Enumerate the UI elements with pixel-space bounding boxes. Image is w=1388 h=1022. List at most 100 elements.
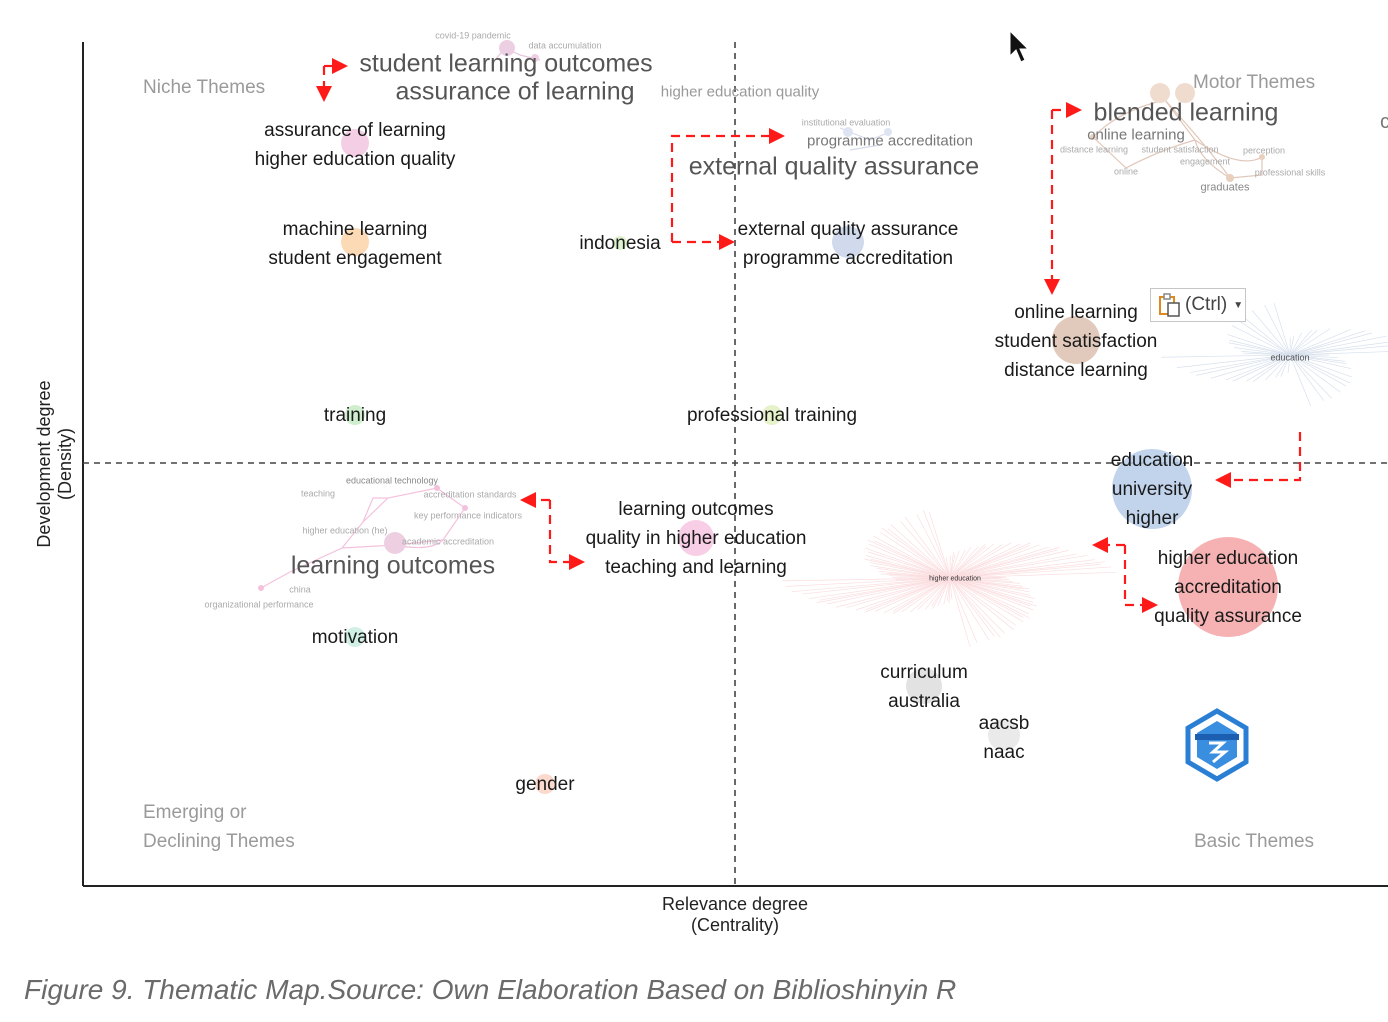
- network-edge: [1287, 354, 1291, 374]
- cluster-label-line: learning outcomes: [618, 499, 774, 520]
- cluster-label-line: quality assurance: [1154, 606, 1302, 627]
- network-edge: [1289, 354, 1338, 359]
- cluster-label-line: professional training: [686, 405, 858, 426]
- network-edge: [1289, 330, 1312, 356]
- network-edge: [949, 577, 1023, 587]
- network-edge: [1227, 334, 1291, 356]
- network-edge: [910, 577, 951, 613]
- network-edge: [949, 577, 990, 641]
- network-edge: [870, 558, 951, 579]
- cluster-label-line: naac: [983, 742, 1025, 763]
- cluster-label-line: higher education: [1157, 548, 1299, 569]
- cluster-label: indonesia: [579, 229, 660, 258]
- cluster-label-line: indonesia: [579, 233, 661, 254]
- network-edge: [870, 562, 951, 579]
- inset-title: online learning: [1087, 126, 1185, 144]
- cluster-bubble: [832, 226, 864, 258]
- network-top-left: [494, 40, 541, 62]
- network-edge: [1241, 351, 1291, 356]
- network-education: [1161, 303, 1388, 407]
- network-edge: [949, 543, 1021, 579]
- inset-label: higher education: [929, 575, 981, 583]
- network-edge: [949, 545, 1030, 579]
- cluster-label-line: aacsb: [978, 713, 1030, 734]
- inset-title: student learning outcomes: [359, 49, 653, 78]
- network-edge: [873, 540, 951, 579]
- network-edge: [1246, 354, 1291, 382]
- network-edge: [949, 577, 1034, 603]
- network-edge: [1289, 354, 1347, 365]
- inset-label: china: [289, 584, 311, 595]
- network-edge: [931, 577, 951, 607]
- network-edge: [880, 573, 951, 579]
- network-edge: [846, 577, 951, 608]
- network-edge: [948, 577, 951, 604]
- cluster-label-line: motivation: [311, 627, 399, 648]
- cluster-bubble: [341, 129, 369, 157]
- network-edge: [791, 577, 951, 593]
- network-edge: [949, 571, 1117, 579]
- inset-title: assurance of learning: [395, 77, 635, 106]
- cluster-label: gender: [515, 770, 574, 799]
- cluster-bubble: [535, 774, 555, 794]
- network-edge: [1236, 318, 1291, 356]
- inset-label: education: [1270, 352, 1310, 363]
- cluster-label-line: online learning: [1014, 302, 1138, 323]
- network-edge: [895, 577, 951, 580]
- quadrant-label-niche: Niche Themes: [143, 77, 266, 98]
- paste-options-button[interactable]: (Ctrl) ▼: [1150, 288, 1246, 322]
- network-edge: [928, 511, 951, 579]
- network-edge: [1289, 354, 1341, 393]
- mouse-cursor-icon: [1009, 29, 1030, 63]
- inset-title: external quality assurance: [688, 152, 980, 181]
- figure-caption: Figure 9. Thematic Map.Source: Own Elabo…: [24, 974, 957, 1005]
- cluster-label: professional training: [687, 401, 857, 430]
- network-edge: [1289, 341, 1388, 356]
- cluster-label-line: curriculum: [880, 662, 968, 683]
- network-edge: [949, 550, 1069, 579]
- cluster-bubble: [762, 405, 782, 425]
- network-edge: [923, 510, 951, 579]
- network-edge: [949, 542, 1031, 579]
- cluster-bubble: [341, 228, 369, 256]
- network-edge: [945, 556, 951, 579]
- cluster-bubble: [1112, 449, 1192, 529]
- network-edge: [868, 543, 951, 579]
- network-edge: [949, 577, 978, 643]
- network-edge: [864, 547, 951, 579]
- network-edge: [949, 543, 986, 579]
- cluster-label-line: higher education quality: [254, 149, 456, 170]
- network-edge: [1228, 342, 1291, 356]
- network-edge: [949, 549, 966, 579]
- network-edge: [874, 577, 951, 612]
- network-edge: [865, 555, 951, 579]
- network-edge: [886, 573, 951, 579]
- network-edge: [1243, 352, 1291, 356]
- network-edge: [835, 577, 951, 608]
- network-top-middle: [839, 127, 892, 151]
- inset-label: perception: [1242, 145, 1286, 156]
- network-edge: [1252, 354, 1291, 382]
- cluster-bubble: [345, 627, 365, 647]
- arrow-head: [1044, 279, 1060, 295]
- network-edge: [1289, 329, 1351, 356]
- paste-options-label: (Ctrl): [1185, 294, 1228, 315]
- network-edge: [949, 577, 953, 600]
- network-edge: [1280, 354, 1291, 377]
- annotation-arrows: [316, 58, 1302, 613]
- network-edge: [949, 577, 1031, 607]
- arrow-line: [1225, 432, 1302, 482]
- network-edge: [1289, 354, 1352, 378]
- network-edge: [1289, 351, 1388, 356]
- network-edge: [1190, 354, 1291, 373]
- inset-label: accreditation standards: [423, 489, 517, 500]
- network-edge: [925, 577, 951, 610]
- cluster-label-line: external quality assurance: [737, 219, 959, 240]
- network-edge: [949, 550, 960, 579]
